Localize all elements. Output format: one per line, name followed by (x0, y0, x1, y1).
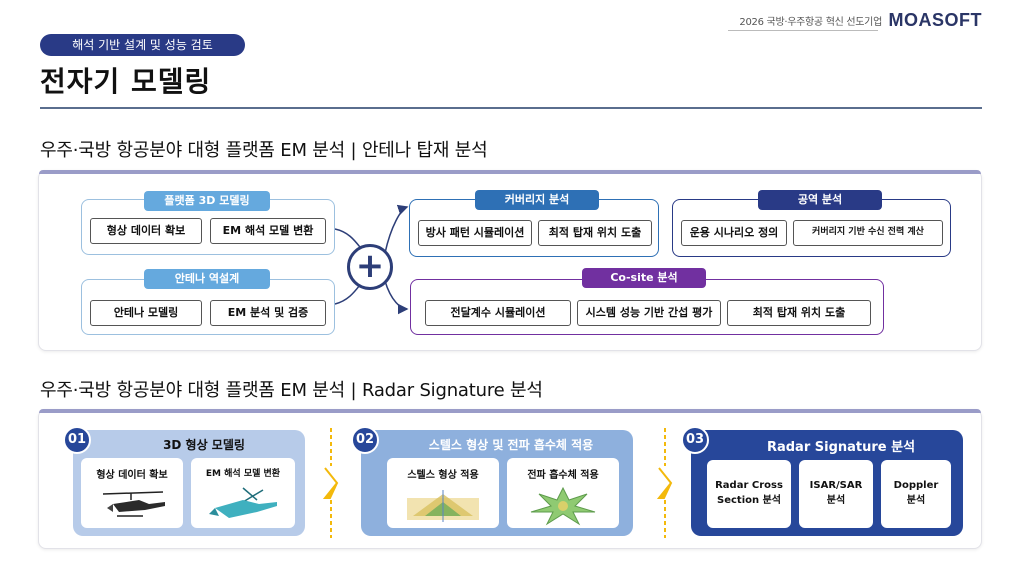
chevron-left-icon (657, 428, 673, 538)
step-3-card-doppler: Doppler 분석 (881, 460, 951, 528)
platform-item-em-model: EM 해석 모델 변환 (210, 218, 326, 244)
step-1-title: 3D 형상 모델링 (163, 438, 245, 452)
cosite-group: 전달계수 시뮬레이션 시스템 성능 기반 간섭 평가 최적 탑재 위치 도출 (410, 279, 884, 335)
section2-heading: 우주·국방 항공분야 대형 플랫폼 EM 분석 | Radar Signatur… (40, 380, 543, 401)
connector-to-cosite (384, 280, 409, 315)
step-1-panel: 3D 형상 모델링 형상 데이터 확보 EM 해석 모델 변환 (73, 430, 305, 536)
step-2-card-stealth: 스텔스 형상 적용 (387, 458, 499, 528)
step-3-card-label: Doppler 분석 (893, 480, 939, 506)
coverage-title: 커버리지 분석 (475, 190, 599, 210)
cosite-title: Co-site 분석 (582, 268, 706, 288)
header-tagline: 2026 국방·우주항공 혁신 선도기업 (739, 17, 882, 28)
step-3-number: 03 (681, 426, 709, 454)
antenna-item-modeling: 안테나 모델링 (90, 300, 202, 326)
plus-icon: + (347, 244, 393, 290)
step-2-number: 02 (351, 426, 379, 454)
company-logo: MOASOFT (888, 10, 982, 30)
antenna-item-em-verify: EM 분석 및 검증 (210, 300, 326, 326)
title-divider (40, 107, 982, 109)
step-1-card-em-model: EM 해석 모델 변환 (191, 458, 295, 528)
connector-to-coverage (384, 204, 409, 254)
step-1-number: 01 (63, 426, 91, 454)
category-pill: 해석 기반 설계 및 성능 검토 (40, 34, 245, 56)
page-title: 전자기 모델링 (40, 65, 212, 98)
tagline-underline (728, 30, 878, 31)
platform-item-shape-data: 형상 데이터 확보 (90, 218, 202, 244)
antenna-analysis-panel: 형상 데이터 확보 EM 해석 모델 변환 플랫폼 3D 모델링 안테나 모델링… (38, 170, 982, 351)
airspace-item-received-power: 커버리지 기반 수신 전력 계산 (793, 220, 943, 246)
step-3-title: Radar Signature 분석 (766, 440, 916, 455)
cosite-item-transfer-sim: 전달계수 시뮬레이션 (425, 300, 571, 326)
coverage-item-optimal-position: 최적 탑재 위치 도출 (538, 220, 652, 246)
airspace-title: 공역 분석 (758, 190, 882, 210)
stealth-plot-icon (407, 490, 479, 522)
radar-signature-panel: 3D 형상 모델링 형상 데이터 확보 EM 해석 모델 변환 01 (38, 409, 982, 549)
mesh-helicopter-icon (209, 487, 277, 518)
step-3-card-rcs: Radar Cross Section 분석 (707, 460, 791, 528)
step-3-card-label: ISAR/SAR 분석 (809, 480, 863, 506)
cosite-item-interference: 시스템 성능 기반 간섭 평가 (577, 300, 721, 326)
step-2-card-absorber: 전파 흡수체 적용 (507, 458, 619, 528)
step-1-card-shape-data: 형상 데이터 확보 (81, 458, 183, 528)
step-2-card-label: 전파 흡수체 적용 (527, 470, 599, 481)
step-2-card-label: 스텔스 형상 적용 (407, 470, 479, 481)
section1-heading: 우주·국방 항공분야 대형 플랫폼 EM 분석 | 안테나 탑재 분석 (40, 140, 488, 161)
antenna-design-title: 안테나 역설계 (144, 269, 270, 289)
helicopter-icon (102, 491, 165, 517)
platform-modeling-title: 플랫폼 3D 모델링 (144, 191, 270, 211)
coverage-item-pattern-sim: 방사 패턴 시뮬레이션 (418, 220, 532, 246)
step-3-card-isar-sar: ISAR/SAR 분석 (799, 460, 873, 528)
step-2-title: 스텔스 형상 및 전파 흡수체 적용 (428, 438, 594, 452)
absorber-pattern-icon (530, 486, 596, 526)
airspace-item-scenario: 운용 시나리오 정의 (681, 220, 787, 246)
step-1-card-label: EM 해석 모델 변환 (205, 469, 281, 479)
cosite-item-optimal-position: 최적 탑재 위치 도출 (727, 300, 871, 326)
step-2-panel: 스텔스 형상 및 전파 흡수체 적용 스텔스 형상 적용 전파 흡수체 적용 (361, 430, 633, 536)
step-3-panel: Radar Signature 분석 Radar Cross Section 분… (691, 430, 963, 536)
step-1-card-label: 형상 데이터 확보 (96, 470, 168, 481)
step-3-card-label: Radar Cross Section 분석 (715, 480, 783, 506)
chevron-right-icon (323, 428, 339, 538)
